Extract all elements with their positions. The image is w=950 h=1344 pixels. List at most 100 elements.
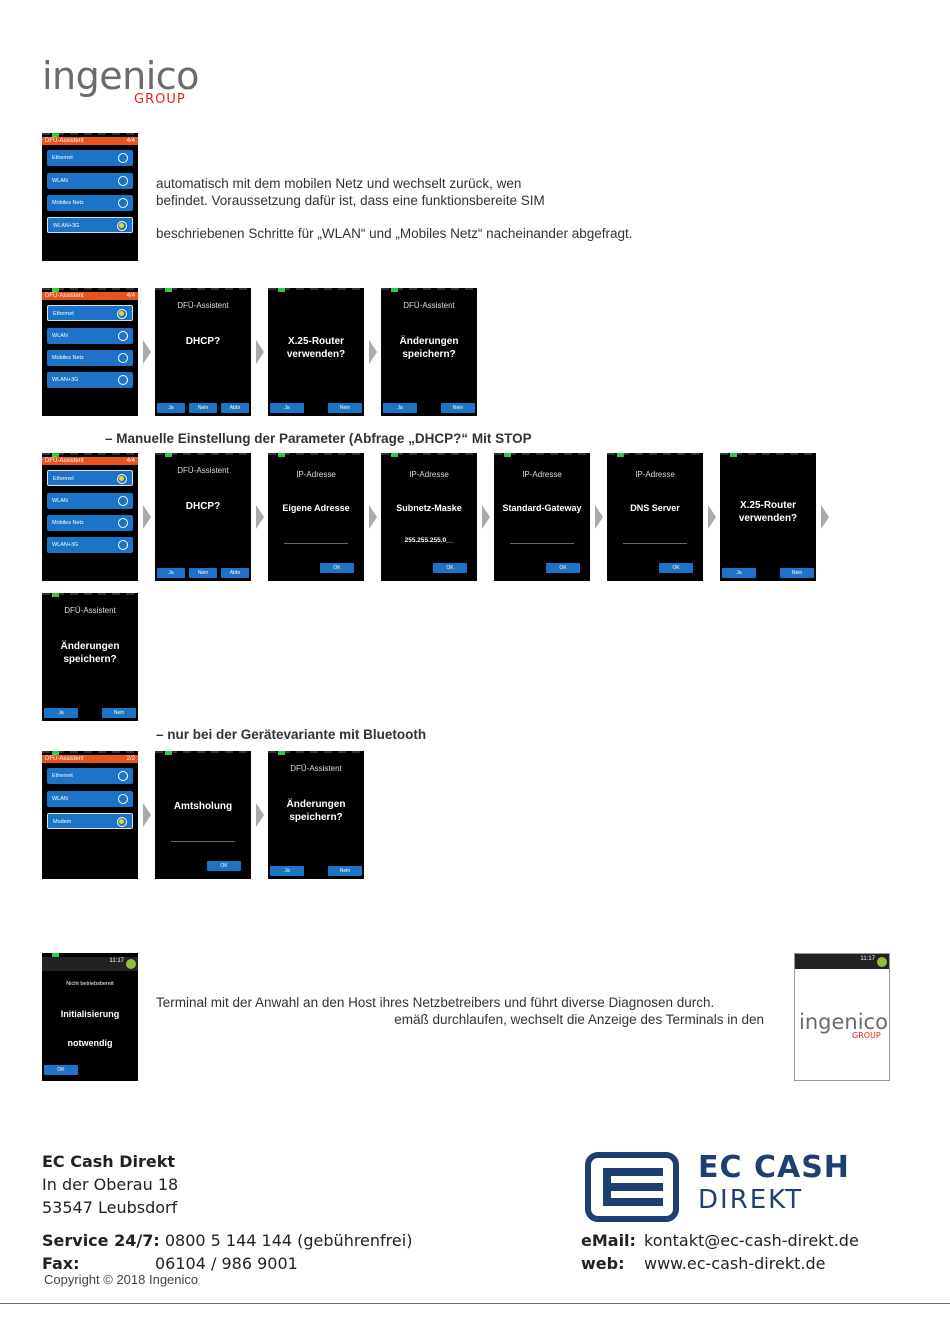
option-mobile[interactable]: Mobiles Netz bbox=[47, 195, 133, 211]
nein-button[interactable]: Nein bbox=[780, 568, 814, 578]
street: In der Oberau 18 bbox=[42, 1175, 179, 1194]
footer-divider bbox=[0, 1303, 950, 1304]
footer-service: Service 24/7: 0800 5 144 144 (gebührenfr… bbox=[42, 1229, 462, 1275]
nein-button[interactable]: Nein bbox=[102, 708, 136, 718]
option-ethernet[interactable]: Ethernet bbox=[47, 768, 133, 784]
ja-button[interactable]: Ja bbox=[157, 403, 185, 413]
screen-amtsholung: Amtsholung OK bbox=[155, 751, 251, 879]
option-wlan[interactable]: WLAN bbox=[47, 173, 133, 189]
option-wlan-3g[interactable]: WLAN+3G bbox=[47, 217, 133, 233]
email-link[interactable]: kontakt@ec-cash-direkt.de bbox=[644, 1231, 859, 1250]
nein-button[interactable]: Nein bbox=[441, 403, 475, 413]
ja-button[interactable]: Ja bbox=[270, 866, 304, 876]
option-ethernet[interactable]: Ethernet bbox=[47, 470, 133, 486]
option-modem[interactable]: Modem bbox=[47, 813, 133, 829]
arrow-right-icon bbox=[143, 505, 151, 529]
screen-dhcp: DFÜ-Assistent DHCP? Ja Nein Abbr bbox=[155, 453, 251, 581]
option-wlan[interactable]: WLAN bbox=[47, 328, 133, 344]
ec-cash-logo bbox=[585, 1152, 685, 1227]
input-line[interactable] bbox=[510, 543, 574, 544]
question-dhcp: DHCP? bbox=[185, 336, 221, 347]
status-dot-icon bbox=[126, 959, 136, 969]
arrow-right-icon bbox=[369, 340, 377, 364]
abbr-button[interactable]: Abbr bbox=[221, 403, 249, 413]
screen-title: IP-Adresse bbox=[522, 470, 562, 479]
option-wlan[interactable]: WLAN bbox=[47, 791, 133, 807]
option-ethernet[interactable]: Ethernet bbox=[47, 150, 133, 166]
heading-manual: – Manuelle Einstellung der Parameter (Ab… bbox=[105, 431, 532, 446]
ok-button[interactable]: OK bbox=[659, 563, 693, 573]
screen-own-address: IP-Adresse Eigene Adresse OK bbox=[268, 453, 364, 581]
nein-button[interactable]: Nein bbox=[189, 568, 217, 578]
screen-dhcp: DFÜ-Assistent DHCP? Ja Nein Abbr bbox=[155, 288, 251, 416]
input-line[interactable] bbox=[623, 543, 687, 544]
home-logo: ingenico bbox=[799, 1010, 888, 1034]
option-mobile[interactable]: Mobiles Netz bbox=[47, 350, 133, 366]
service-label: Service 24/7: bbox=[42, 1231, 160, 1250]
option-wlan[interactable]: WLAN bbox=[47, 493, 133, 509]
nein-button[interactable]: Nein bbox=[189, 403, 217, 413]
option-mobile[interactable]: Mobiles Netz bbox=[47, 515, 133, 531]
screen-title: DFÜ-Assistent bbox=[64, 606, 116, 615]
input-line[interactable] bbox=[284, 543, 348, 544]
abbr-button[interactable]: Abbr bbox=[221, 568, 249, 578]
service-phone[interactable]: 0800 5 144 144 (gebührenfrei) bbox=[164, 1231, 413, 1250]
web-label: web: bbox=[581, 1254, 625, 1273]
ja-button[interactable]: Ja bbox=[44, 708, 78, 718]
ok-button[interactable]: OK bbox=[433, 563, 467, 573]
input-line[interactable] bbox=[171, 841, 235, 842]
label-amtsholung: Amtsholung bbox=[173, 801, 233, 812]
fax-label: Fax: bbox=[42, 1254, 80, 1273]
bottom-line2: emäß durchlaufen, wechselt die Anzeige d… bbox=[394, 1012, 764, 1027]
screen-initialization: 11:17 Nicht betriebsbereit Initialisieru… bbox=[42, 953, 138, 1081]
label-own-address: Eigene Adresse bbox=[282, 503, 350, 513]
subnet-value[interactable]: 255.255.255.0__ bbox=[404, 537, 454, 544]
footer-contact: eMail:kontakt@ec-cash-direkt.de web:www.… bbox=[581, 1229, 941, 1275]
heading-bluetooth: – nur bei der Gerätevariante mit Bluetoo… bbox=[156, 727, 427, 742]
fax-number: 06104 / 986 9001 bbox=[155, 1254, 298, 1273]
status-bar: 11:17 bbox=[795, 954, 889, 969]
option-ethernet[interactable]: Ethernet bbox=[47, 305, 133, 321]
web-link[interactable]: www.ec-cash-direkt.de bbox=[644, 1254, 826, 1273]
ec-cash-logo-icon bbox=[585, 1152, 679, 1222]
status-text: Nicht betriebsbereit bbox=[66, 981, 114, 987]
bottom-line1: Terminal mit der Anwahl an den Host ihre… bbox=[156, 995, 715, 1010]
init-line2: notwendig bbox=[67, 1038, 113, 1048]
ok-button[interactable]: OK bbox=[546, 563, 580, 573]
init-line1: Initialisierung bbox=[60, 1009, 120, 1019]
status-led bbox=[52, 133, 59, 137]
screen-title: IP-Adresse bbox=[635, 470, 675, 479]
ja-button[interactable]: Ja bbox=[383, 403, 417, 413]
nein-button[interactable]: Nein bbox=[328, 866, 362, 876]
copyright: Copyright © 2018 Ingenico bbox=[44, 1272, 203, 1287]
ja-button[interactable]: Ja bbox=[722, 568, 756, 578]
ja-button[interactable]: Ja bbox=[270, 403, 304, 413]
label-dns: DNS Server bbox=[630, 503, 680, 513]
screen-title: DFÜ-Assistent bbox=[177, 301, 229, 310]
arrow-right-icon bbox=[595, 505, 603, 529]
ok-button[interactable]: OK bbox=[320, 563, 354, 573]
footer-address: EC Cash Direkt In der Oberau 18 53547 Le… bbox=[42, 1150, 178, 1219]
arrow-right-icon bbox=[482, 505, 490, 529]
ok-button[interactable]: OK bbox=[44, 1065, 78, 1075]
logo-group-label: GROUP bbox=[134, 92, 186, 107]
nein-button[interactable]: Nein bbox=[328, 403, 362, 413]
ja-button[interactable]: Ja bbox=[157, 568, 185, 578]
ok-button[interactable]: OK bbox=[207, 861, 241, 871]
screen-home: 11:17 ingenico GROUP bbox=[794, 953, 890, 1081]
option-wlan-3g[interactable]: WLAN+3G bbox=[47, 372, 133, 388]
arrow-right-icon bbox=[708, 505, 716, 529]
brand-line2: DIREKT bbox=[698, 1185, 804, 1215]
option-wlan-3g[interactable]: WLAN+3G bbox=[47, 537, 133, 553]
